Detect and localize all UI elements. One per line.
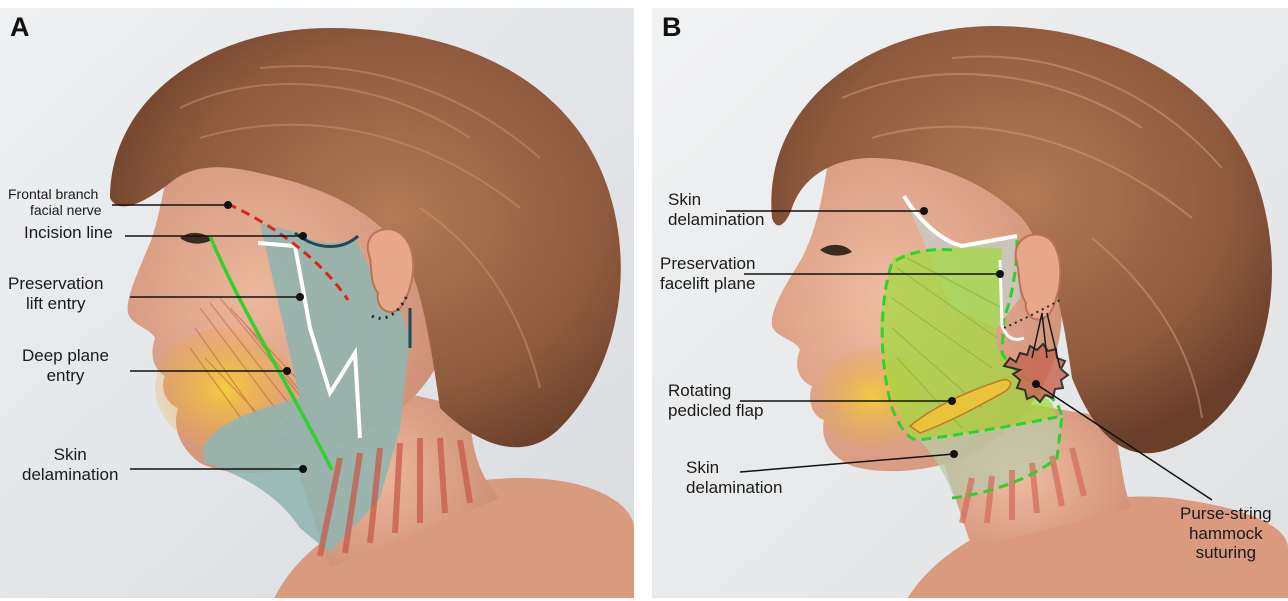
label-line: Skin	[668, 190, 764, 210]
label-line: facial nerve	[8, 202, 102, 218]
label-line: Skin	[686, 458, 782, 478]
label-incision-line: Incision line	[24, 223, 113, 243]
label-line: Rotating	[668, 381, 763, 401]
label-line: suturing	[1180, 543, 1272, 563]
label-line: Deep plane	[22, 346, 109, 366]
label-line: facelift plane	[660, 274, 755, 294]
label-line: Skin	[22, 445, 118, 465]
label-line: Frontal branch	[8, 186, 102, 202]
label-rotating-pedicled-flap: Rotating pedicled flap	[668, 381, 763, 420]
label-skin-delamination: Skin delamination	[22, 445, 118, 484]
label-preservation-facelift-plane: Preservation facelift plane	[660, 254, 755, 293]
label-line: Incision line	[24, 223, 113, 243]
panel-b: B Skin delamination Preservation facelif…	[652, 8, 1288, 598]
panel-a-letter: A	[10, 12, 30, 43]
label-purse-string-hammock: Purse-string hammock suturing	[1180, 504, 1272, 563]
label-line: delamination	[22, 465, 118, 485]
label-line: Preservation	[8, 274, 103, 294]
label-frontal-branch: Frontal branch facial nerve	[8, 186, 102, 218]
label-line: pedicled flap	[668, 401, 763, 421]
label-skin-delamination-bottom: Skin delamination	[686, 458, 782, 497]
label-line: Purse-string	[1180, 504, 1272, 524]
label-line: delamination	[668, 210, 764, 230]
label-line: delamination	[686, 478, 782, 498]
label-line: Preservation	[660, 254, 755, 274]
label-preservation-lift-entry: Preservation lift entry	[8, 274, 103, 313]
label-skin-delamination-top: Skin delamination	[668, 190, 764, 229]
label-line: hammock	[1180, 524, 1272, 544]
label-deep-plane-entry: Deep plane entry	[22, 346, 109, 385]
panel-a: A Frontal branch facial nerve Incision l…	[0, 8, 634, 598]
label-line: lift entry	[8, 294, 103, 314]
label-line: entry	[22, 366, 109, 386]
panel-b-letter: B	[662, 12, 682, 43]
